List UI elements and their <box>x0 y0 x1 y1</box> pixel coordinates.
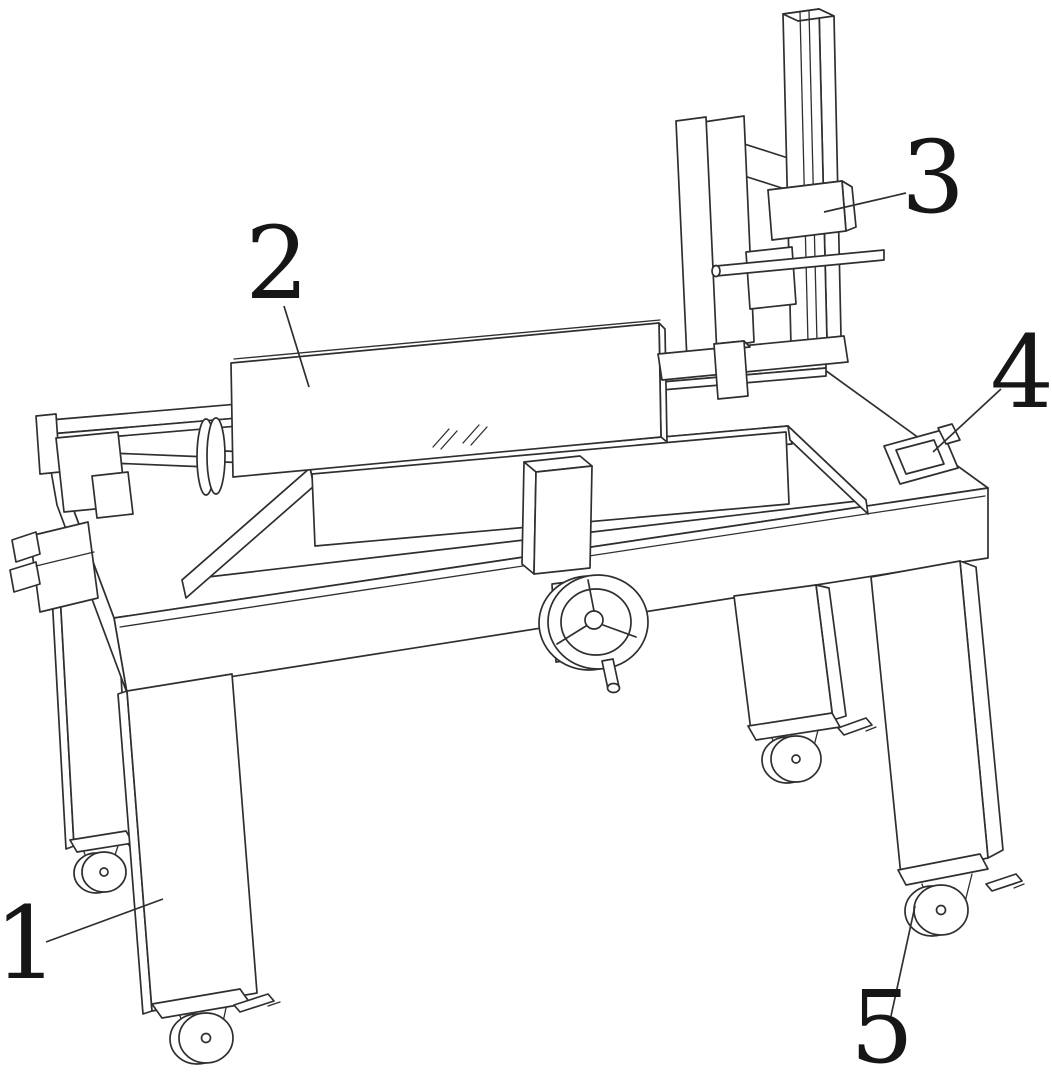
leg-front-face <box>126 673 258 1012</box>
leader-lines <box>45 192 1002 1017</box>
handwheel-spoke <box>602 624 637 638</box>
opening-right-wall <box>787 425 869 515</box>
right-corner-bracket <box>883 423 961 485</box>
leg-front-face <box>870 560 989 877</box>
caster-front-right <box>897 853 1025 937</box>
handwheel-spoke <box>587 579 595 612</box>
caster-brake-lever <box>837 717 873 736</box>
leg-front-face <box>733 584 834 732</box>
leader-line-4 <box>932 388 1002 453</box>
post-groove-line <box>808 10 818 343</box>
caster-back-right <box>747 712 877 784</box>
break-mark-line <box>462 424 480 444</box>
caster-fork-line <box>964 873 973 903</box>
block-front-face <box>533 465 593 575</box>
left-clamp-bracket <box>9 521 99 613</box>
caster-brake-tip <box>267 1001 281 1007</box>
slide-clamp <box>767 180 857 241</box>
leg-front-right <box>870 560 1025 937</box>
break-marks <box>432 424 488 450</box>
caster-brake-lever <box>233 993 275 1013</box>
caster-brake-lever <box>985 873 1023 892</box>
clamp-groove-line <box>35 551 95 567</box>
break-mark-line <box>440 430 458 450</box>
caster-plate <box>897 853 989 886</box>
part-label-3: 3 <box>901 119 965 236</box>
leader-line-1 <box>45 898 164 943</box>
bracket-inner <box>895 439 945 475</box>
part-label-2: 2 <box>245 205 309 322</box>
crank-knob-cap <box>606 682 621 694</box>
handwheel-hub <box>584 610 604 630</box>
rod-mount-block <box>745 246 797 310</box>
column-assembly <box>657 8 885 400</box>
part-label-1: 1 <box>0 885 58 1002</box>
handwheel-spoke <box>556 625 587 645</box>
bearing-block-lower <box>91 471 134 519</box>
caster-front-left <box>151 988 281 1065</box>
caster-brake-tip <box>865 726 877 732</box>
caster-brake-tip <box>1013 883 1025 889</box>
caster-hub <box>200 1032 212 1044</box>
panel-face <box>230 322 662 478</box>
leader-line-2 <box>283 305 310 388</box>
leader-line-3 <box>823 192 907 213</box>
reference-labels: 1 2 3 4 5 <box>0 119 1052 1073</box>
caster-hub <box>99 867 109 877</box>
slide-clamp-front <box>767 180 847 241</box>
bracket-tab <box>937 423 961 445</box>
leader-line-5 <box>890 905 916 1017</box>
break-mark-line <box>470 426 488 446</box>
column-base-rail <box>657 335 849 381</box>
handwheel <box>538 574 649 694</box>
feed-rod-end-cap <box>711 264 721 278</box>
post-groove-line <box>799 11 809 344</box>
clamp-body <box>29 521 99 613</box>
leg-back-right <box>733 584 877 784</box>
center-support-block <box>521 455 593 575</box>
flange-disc-front <box>206 417 226 495</box>
leg-front-left <box>117 673 281 1065</box>
panel-top-edge-line <box>233 319 661 360</box>
clamp-prong <box>9 561 41 593</box>
leg-back-left <box>49 547 160 894</box>
part-label-4: 4 <box>990 314 1052 431</box>
column-base-block <box>713 340 749 400</box>
caster-hub <box>935 904 947 916</box>
caster-hub <box>791 754 801 764</box>
caster-back-left <box>69 830 160 894</box>
break-mark-line <box>432 428 450 448</box>
part-label-5: 5 <box>850 969 914 1073</box>
clamp-prong <box>11 531 41 563</box>
lead-screw-assembly <box>55 417 251 519</box>
